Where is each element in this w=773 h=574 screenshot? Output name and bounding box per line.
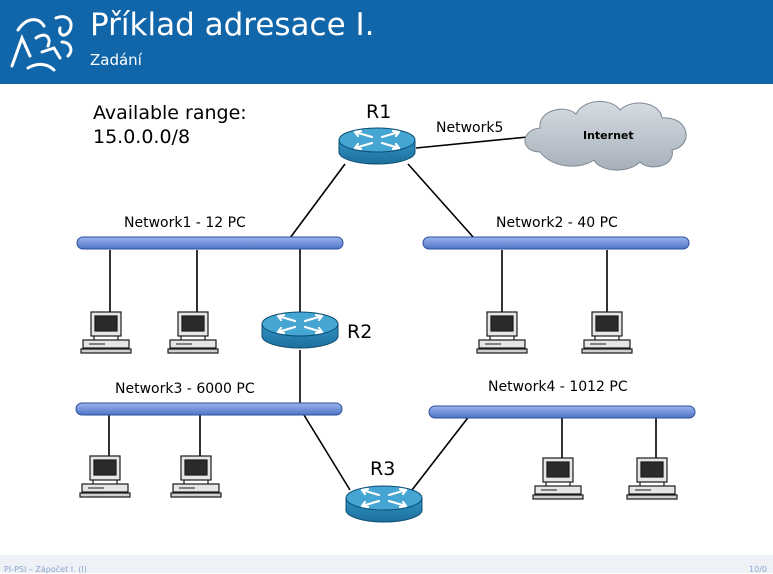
slide-title: Příklad adresace I. — [90, 7, 375, 43]
slide-footer: PI-PSI – Zápočet I. (I) 10/0 — [0, 555, 773, 574]
network5-label: Network5 — [436, 120, 503, 136]
available-range: Available range: 15.0.0.0/8 — [93, 101, 247, 149]
link-network4-r3 — [411, 414, 471, 491]
footer-page-number: 10/0 — [749, 565, 767, 574]
slide-header: Příklad adresace I. Zadání — [0, 0, 773, 84]
router-r1-icon — [337, 126, 417, 166]
slide-subtitle: Zadání — [90, 51, 142, 69]
router-r1-label: R1 — [366, 101, 391, 123]
link-r1-network2 — [407, 163, 475, 239]
network4-label: Network4 - 1012 PC — [488, 379, 628, 395]
network1-label: Network1 - 12 PC — [124, 215, 246, 231]
router-r3-label: R3 — [370, 458, 395, 480]
footer-course: PI-PSI – Zápočet I. (I) — [4, 565, 87, 574]
internet-label: Internet — [583, 129, 634, 142]
pc-icon — [626, 457, 678, 500]
network3-label: Network3 - 6000 PC — [115, 381, 255, 397]
pc-icon — [532, 457, 584, 500]
pc-icon — [167, 311, 219, 354]
pc-icon — [80, 311, 132, 354]
link-r1-network5 — [415, 136, 529, 149]
router-r2-icon — [260, 310, 340, 350]
range-label: Available range: — [93, 102, 247, 124]
link-r1-network1 — [289, 163, 346, 239]
pc-icon — [170, 455, 222, 498]
router-r3-icon — [344, 484, 424, 524]
university-logo-icon — [10, 15, 73, 72]
range-value: 15.0.0.0/8 — [93, 126, 191, 148]
network-diagram: Network1 - 12 PC Network2 - 40 PC Networ… — [75, 101, 696, 524]
internet-cloud-icon: Internet — [524, 101, 687, 171]
pc-icon — [476, 311, 528, 354]
router-r2-label: R2 — [347, 321, 372, 343]
pc-icon — [581, 311, 633, 354]
network2-bus — [422, 236, 690, 250]
network4-bus — [428, 405, 696, 419]
network3-bus — [75, 402, 343, 416]
link-network3-r3 — [303, 414, 351, 491]
network2-label: Network2 - 40 PC — [496, 215, 618, 231]
network1-bus — [76, 236, 344, 250]
pc-icon — [79, 455, 131, 498]
